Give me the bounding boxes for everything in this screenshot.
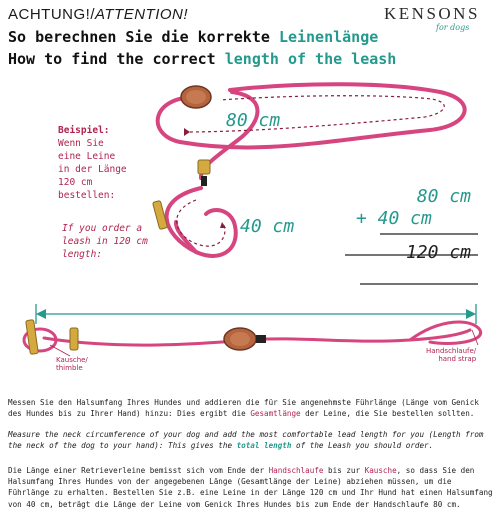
p3-text-b: bis zur — [323, 466, 365, 475]
label-hand-strap: Handschlaufe/ hand strap — [426, 347, 477, 363]
paragraph-german-retriever: Die Länge einer Retrieverleine bemisst s… — [8, 465, 496, 510]
p1-highlight: Gesamtlänge — [250, 409, 301, 419]
label-thimble: Kausche/ thimble — [56, 356, 88, 372]
attention-en: ATTENTION! — [95, 6, 189, 23]
measure-arrow-left-icon — [36, 309, 46, 319]
paragraph-german-measure: Messen Sie den Halsumfang Ihres Hundes u… — [8, 397, 496, 419]
hand-strap-icon — [408, 320, 483, 345]
title-english: How to find the correct length of the le… — [8, 50, 396, 68]
attention-de: ACHTUNG!/ — [8, 6, 95, 23]
brand-tagline: for dogs — [436, 23, 470, 32]
dashed-guide-upper — [183, 95, 445, 133]
measure-arrow-right-icon — [466, 309, 476, 319]
p2-highlight: total length — [236, 441, 292, 451]
length-sum: 80 cm + 40 cm 120 cm — [356, 186, 471, 264]
p2-text-a: Measure the neck circumference of your d… — [8, 430, 484, 451]
title-german: So berechnen Sie die korrekte Leinenläng… — [8, 28, 378, 46]
sum-second: + 40 cm — [356, 208, 432, 229]
example-german: Beispiel: Wenn Sie eine Leine in der Län… — [58, 124, 132, 202]
p3-highlight-strap: Handschlaufe — [268, 466, 324, 475]
brass-ring-icon — [197, 159, 211, 175]
label-top-length: 80 cm — [226, 110, 281, 131]
example-english: If you order a leash in 120 cm length: — [62, 223, 148, 260]
example-german-title: Beispiel: — [58, 125, 110, 136]
p1-text-a: Messen Sie den Halsumfang Ihres Hundes u… — [8, 398, 479, 419]
paragraph-english-measure: Measure the neck circumference of your d… — [8, 429, 496, 451]
thimble-icon — [22, 327, 58, 353]
example-german-text: Wenn Sie eine Leine in der Länge 120 cm … — [58, 138, 127, 201]
p3-text-a: Die Länge einer Retrieverleine bemisst s… — [8, 466, 269, 475]
sum-first: 80 cm — [416, 186, 471, 207]
leash-straight — [42, 328, 472, 347]
title-german-text: So berechnen Sie die korrekte — [8, 28, 279, 46]
dashed-guide-lower — [176, 199, 226, 247]
title-german-highlight: Leinenlänge — [278, 28, 379, 46]
brand-logo: KENSONS — [384, 4, 480, 23]
label-loop-length: 40 cm — [240, 216, 295, 237]
attention-heading: ACHTUNG!/ATTENTION! — [8, 6, 188, 23]
sum-total: 120 cm — [405, 242, 471, 263]
p1-text-b: der Leine, die Sie bestellen sollten. — [300, 409, 475, 419]
title-english-highlight: length of the leash — [224, 50, 397, 68]
leash-upper-loop — [155, 82, 467, 150]
p3-highlight-thimble: Kausche — [364, 466, 397, 475]
brass-toggle-icon — [152, 200, 168, 230]
title-english-text: How to find the correct — [8, 50, 225, 68]
leash-neck-loop — [164, 186, 238, 258]
p2-text-b: of the Leash you should order. — [291, 441, 434, 451]
